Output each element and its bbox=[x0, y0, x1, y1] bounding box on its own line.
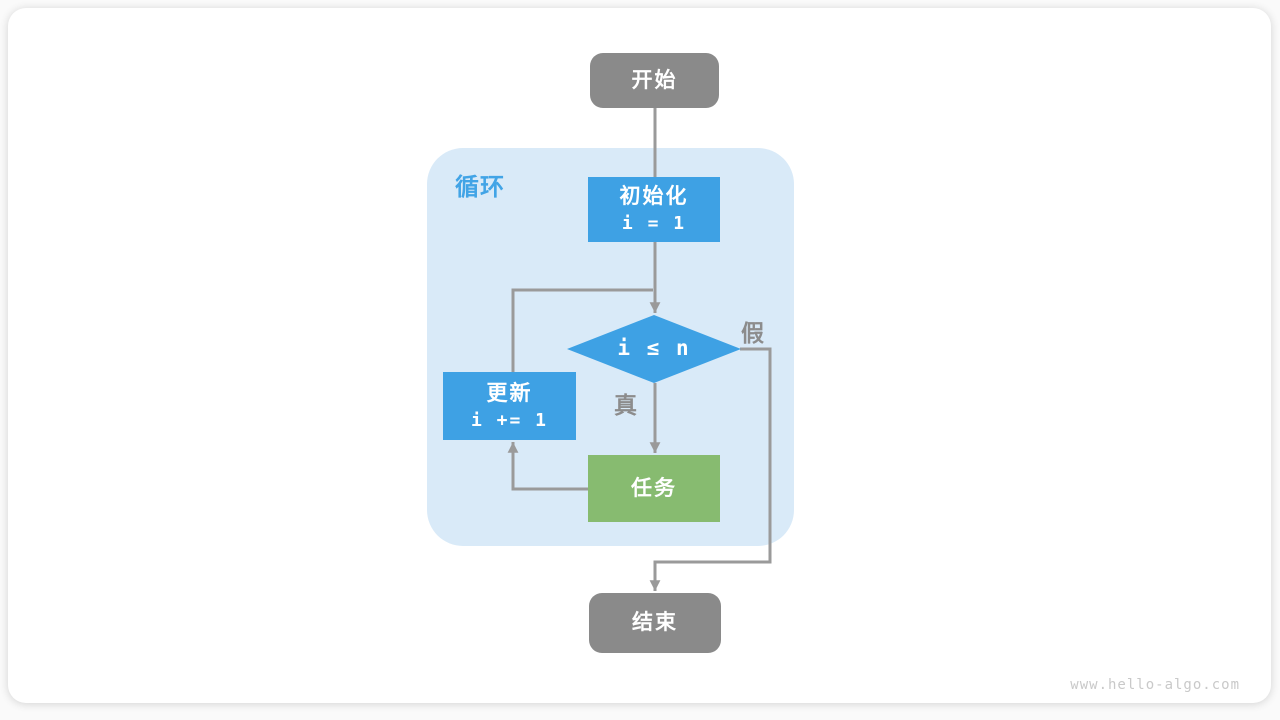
end-node: 结束 bbox=[589, 593, 721, 653]
condition-label: i ≤ n bbox=[617, 336, 691, 361]
update-node-code: i += 1 bbox=[470, 409, 549, 431]
false-branch-label: 假 bbox=[741, 320, 764, 346]
update-node-title: 更新 bbox=[486, 381, 533, 405]
loop-region-label: 循环 bbox=[455, 174, 505, 201]
end-node-label: 结束 bbox=[632, 611, 678, 635]
init-node-code: i = 1 bbox=[621, 213, 687, 235]
start-node: 开始 bbox=[590, 53, 719, 108]
true-branch-label: 真 bbox=[614, 392, 637, 418]
task-node-label: 任务 bbox=[631, 476, 677, 500]
init-node-title: 初始化 bbox=[619, 185, 689, 209]
start-node-label: 开始 bbox=[631, 68, 678, 92]
task-node: 任务 bbox=[588, 455, 720, 522]
watermark: www.hello-algo.com bbox=[1070, 677, 1240, 693]
init-node: 初始化 i = 1 bbox=[588, 177, 720, 242]
update-node: 更新 i += 1 bbox=[443, 372, 576, 440]
